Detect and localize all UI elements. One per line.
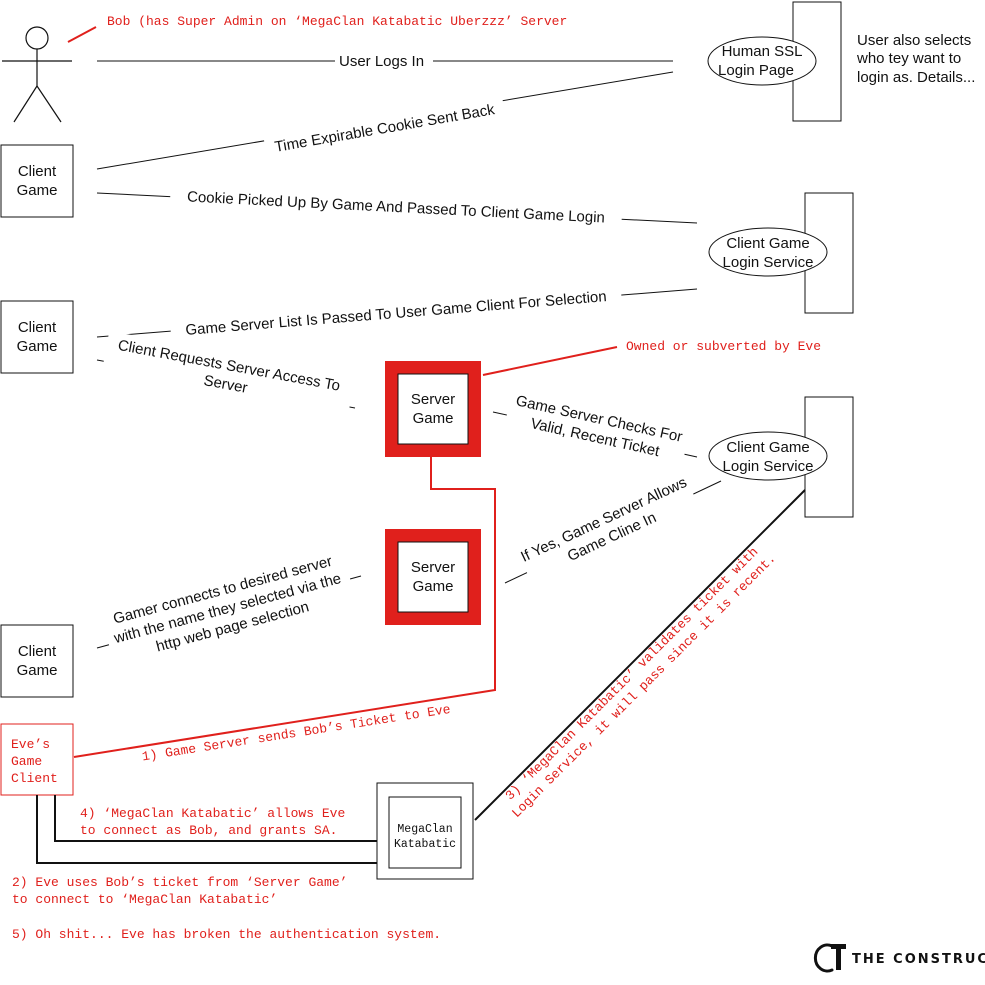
step2-annotation-1: 2) Eve uses Bob’s ticket from ‘Server Ga… [12,875,347,890]
login-service-1-label-2: Login Service [723,254,814,271]
brand-logo-text: THE CONSTRUCT [852,952,985,967]
eve-client-label-3: Client [11,771,58,786]
client-game-3-label-1: Client [18,643,57,660]
owned-pointer-line [482,346,618,376]
ssl-page-label-2: Login Page [718,62,794,79]
ssl-login-page-node [707,36,817,86]
eve-client-label-2: Game [11,754,42,769]
step4-annotation-1: 4) ‘MegaClan Katabatic’ allows Eve [80,806,345,821]
client-game-1-label-1: Client [18,163,57,180]
step2-connection-line [36,795,377,864]
login-service-2-label-2: Login Service [723,458,814,475]
step2-annotation-2: to connect to ‘MegaClan Katabatic’ [12,892,277,907]
hammer-icon [813,943,846,973]
client-game-node-1 [0,144,74,218]
user-actor-icon [2,26,72,123]
bob-pointer-line [67,26,97,43]
megaclan-label-2: Katabatic [394,838,456,851]
step3-annotation-2: Login Service, it will pass since it is … [509,551,779,821]
step3-validation-line [474,489,806,821]
server-game-2-label-1: Server [411,559,455,576]
ticket-leak-path [73,457,496,758]
client-game-2-label-1: Client [18,319,57,336]
owned-annotation: Owned or subverted by Eve [626,339,821,354]
ssl-page-label-1: Human SSL [722,43,803,60]
bob-annotation: Bob (has Super Admin on ‘MegaClan Kataba… [107,14,567,29]
step5-annotation: 5) Oh shit... Eve has broken the authent… [12,927,441,942]
login-service-node-2 [708,431,828,481]
client-game-node-3 [0,624,74,698]
user-logs-in-label: User Logs In [339,53,424,70]
megaclan-label-1: MegaClan [397,823,452,836]
login-service-1-label-1: Client Game [726,235,809,252]
client-game-2-label-2: Game [17,338,58,355]
eve-game-client-node [0,723,74,796]
cookie-picked-up-label: Cookie Picked Up By Game And Passed To C… [187,188,606,226]
client-game-3-label-2: Game [17,662,58,679]
server-game-1-label-2: Game [413,410,454,427]
ssl-note-2: who tey want to [856,50,961,67]
step1-annotation: 1) Game Server sends Bob’s Ticket to Eve [141,702,452,765]
server-game-1-label-1: Server [411,391,455,408]
eve-client-label-1: Eve’s [11,737,50,752]
client-game-node-2 [0,300,74,374]
server-game-2-label-2: Game [413,578,454,595]
step4-connection-line [54,795,377,842]
cookie-sent-back-label: Time Expirable Cookie Sent Back [273,101,496,156]
login-service-2-label-1: Client Game [726,439,809,456]
client-game-1-label-2: Game [17,182,58,199]
ssl-note-1: User also selects [857,32,971,49]
ssl-note-3: login as. Details... [857,69,975,86]
login-service-node-1 [708,227,828,277]
step4-annotation-2: to connect as Bob, and grants SA. [80,823,337,838]
server-list-label: Game Server List Is Passed To User Game … [185,288,607,339]
